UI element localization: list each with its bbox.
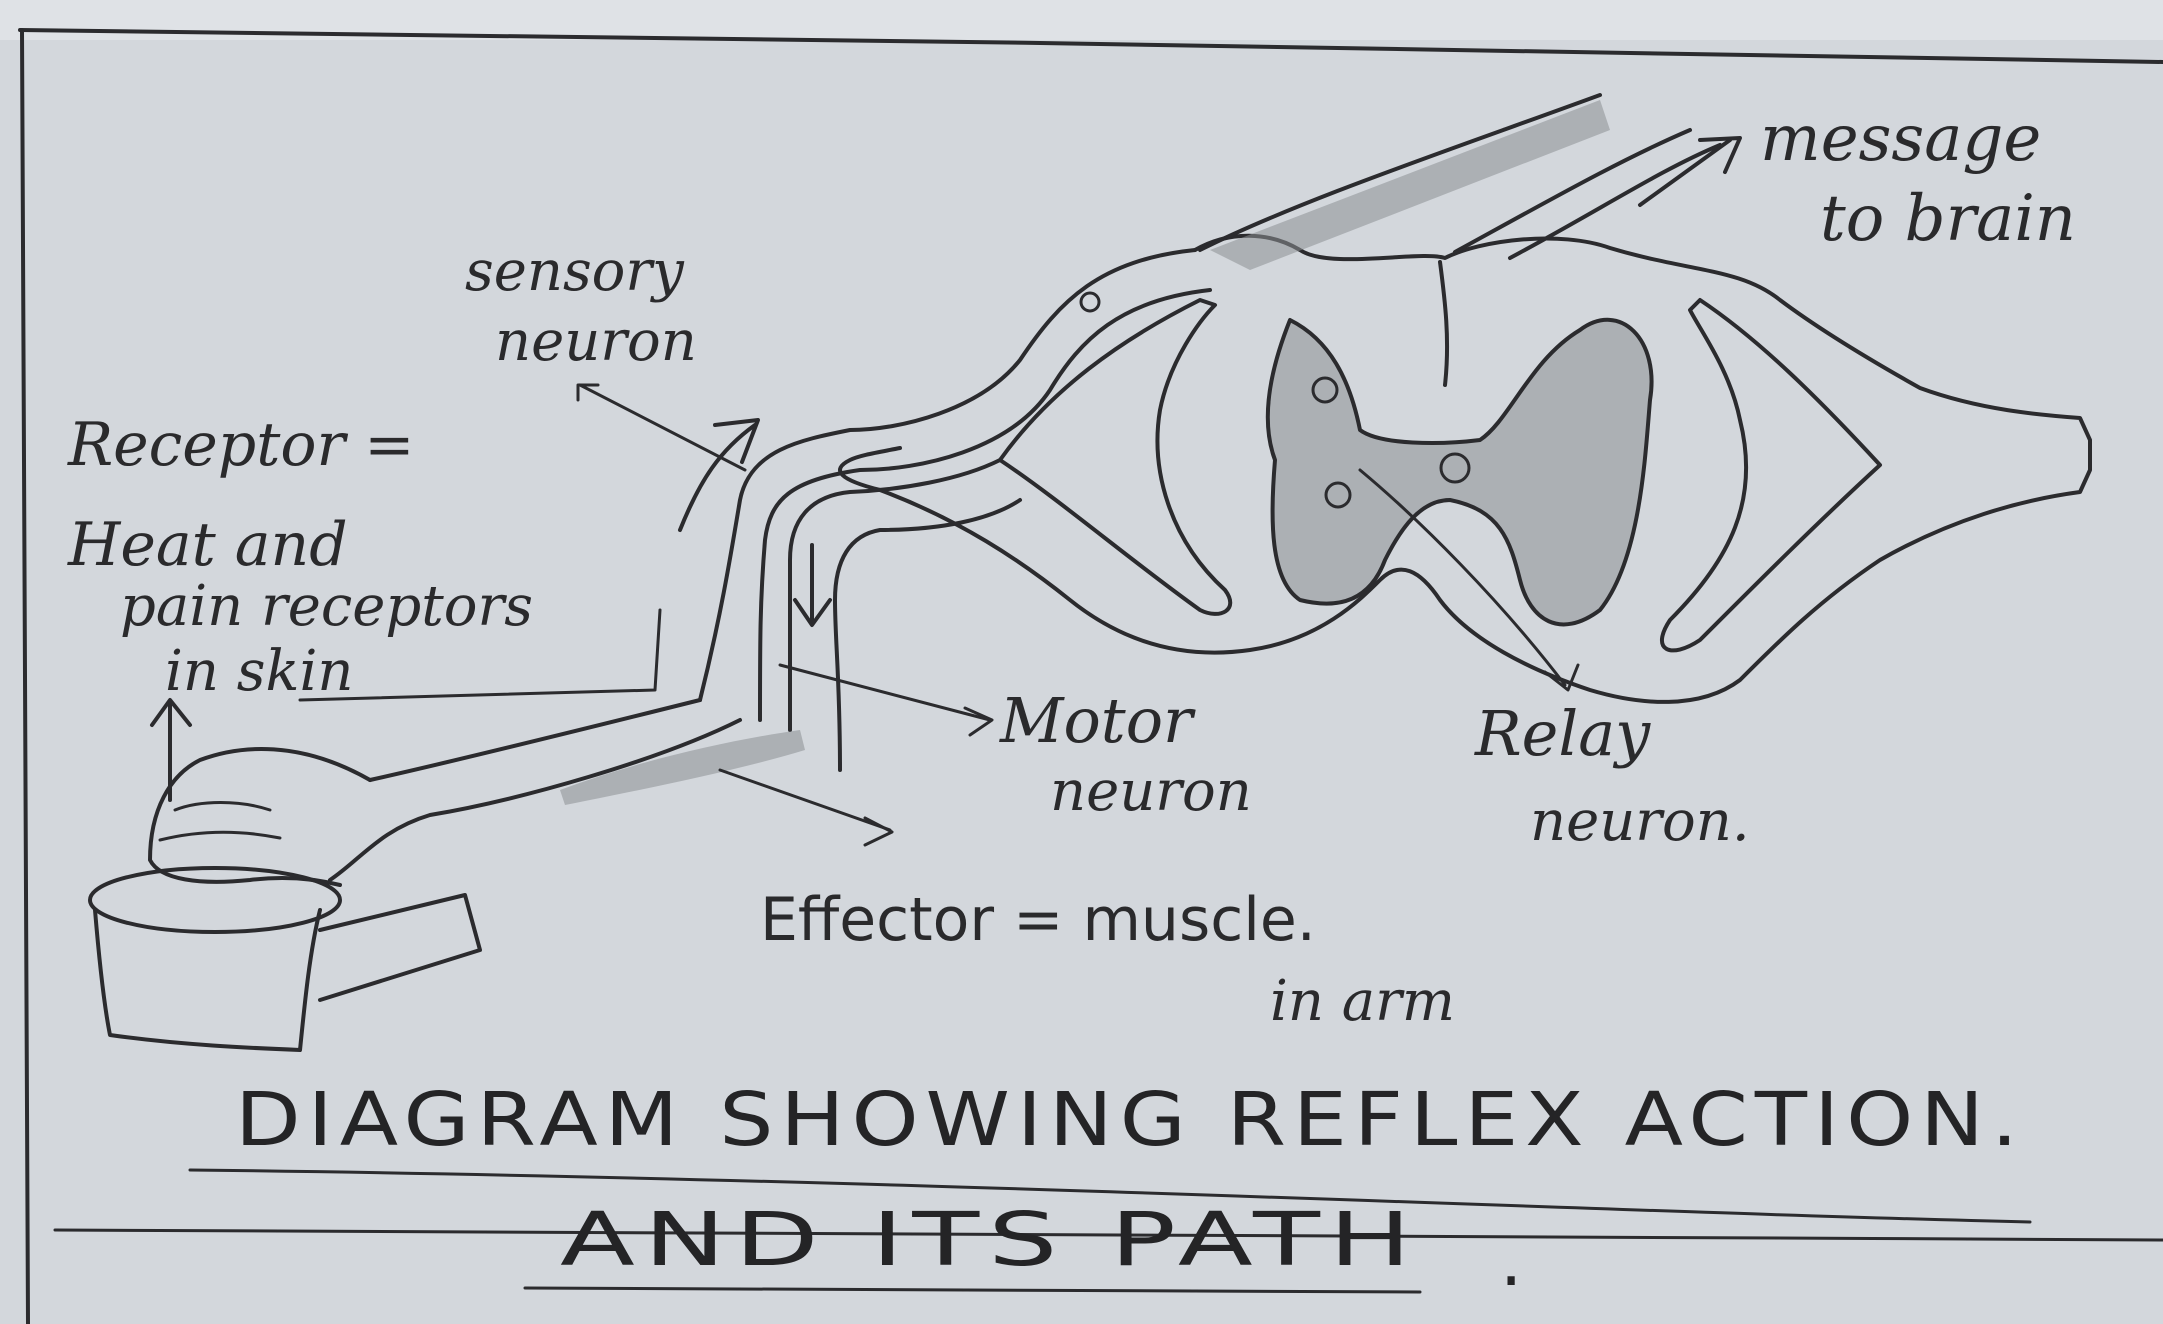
title-line-2: AND ITS PATH	[560, 1197, 1420, 1283]
label-to-brain: to brain	[1820, 182, 2076, 256]
label-neuron-relay: neuron.	[1530, 789, 1750, 854]
label-neuron-sensory: neuron	[495, 309, 697, 374]
title-line-1: DIAGRAM SHOWING REFLEX ACTION.	[235, 1077, 2025, 1163]
label-sensory: sensory	[465, 239, 685, 304]
label-effector: Effector = muscle.	[760, 885, 1316, 955]
label-motor: Motor	[999, 684, 1196, 757]
label-receptor: Receptor =	[67, 410, 414, 480]
label-neuron-motor: neuron	[1050, 759, 1252, 824]
title-trailing-dot: .	[1500, 1220, 1528, 1302]
label-relay: Relay	[1474, 697, 1651, 770]
label-message: message	[1760, 102, 2041, 176]
label-in-skin: in skin	[165, 639, 353, 704]
label-heat-and: Heat and	[67, 510, 348, 580]
label-pain-receptors: pain receptors	[120, 574, 533, 639]
label-in-arm: in arm	[1270, 969, 1455, 1034]
